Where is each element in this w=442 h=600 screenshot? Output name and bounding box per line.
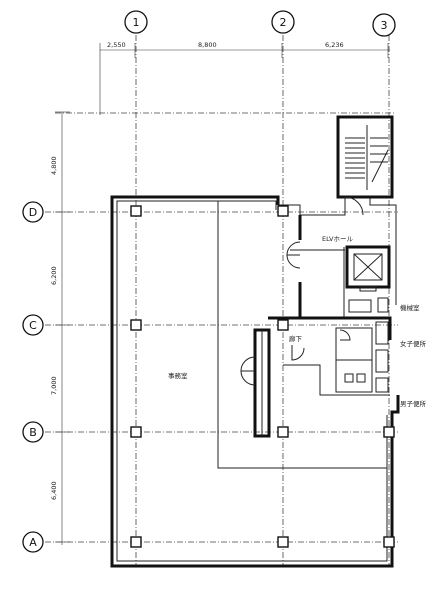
- stair-core: [336, 115, 394, 216]
- row-label-b: B: [29, 426, 37, 439]
- column-grid-lines: [135, 35, 390, 565]
- column-2-b: [277, 426, 289, 438]
- left-dimension-line: 4,800 6,200 7,000 6,400: [50, 111, 70, 545]
- column-2-c: [277, 319, 289, 331]
- dim-left-2: 6,200: [50, 266, 58, 285]
- elevator-door: [359, 286, 377, 292]
- elevator-hall-label: ELVホール: [322, 235, 353, 243]
- room-right-label-3: 男子便所: [400, 399, 427, 408]
- column-bubble-2: [271, 10, 295, 34]
- corridor-wall: [268, 316, 392, 340]
- dim-top-3: 6,236: [325, 41, 344, 49]
- main-room-inner-partition: [217, 201, 387, 469]
- column-2-a: [277, 536, 289, 548]
- column-1-a: [130, 536, 142, 548]
- row-label-d: D: [29, 206, 37, 219]
- column-1-c: [130, 319, 142, 331]
- stair-door-swing: [344, 196, 364, 216]
- row-bubble-d: [22, 201, 44, 223]
- washbasin-2: [356, 373, 366, 383]
- column-bubble-1: [124, 10, 148, 34]
- row-label-a: A: [29, 536, 37, 549]
- room-right-label-1: 機械室: [400, 303, 420, 312]
- elevator-car: [353, 253, 383, 281]
- shaft-box-2: [348, 299, 372, 313]
- toilet-stall-3: [375, 377, 389, 393]
- row-bubble-c: [22, 314, 44, 336]
- shaft-box-1: [377, 297, 389, 313]
- core-top-wall: [278, 196, 397, 305]
- row-bubbles: D C B A: [22, 201, 44, 553]
- column-3-b: [383, 426, 395, 438]
- elevator-hall: ELVホール: [290, 235, 391, 318]
- row-grid-lines: [45, 211, 398, 543]
- lower-core: 廊下 機械室 女子便所 男子便所: [268, 297, 427, 408]
- washbasin-1: [344, 373, 354, 383]
- column-3-a: [383, 536, 395, 548]
- column-bubble-3: [372, 13, 396, 37]
- stair-treads: [345, 125, 389, 190]
- column-1-d: [130, 205, 142, 217]
- column-label-2: 2: [280, 16, 287, 29]
- column-bubbles: 1 2 3: [124, 10, 396, 37]
- row-label-c: C: [29, 319, 37, 332]
- dim-top-1: 2,550: [107, 41, 126, 49]
- top-dimension-line: 2,550 8,800 6,236: [99, 41, 390, 115]
- corridor-door-swing: [291, 345, 305, 361]
- column-label-1: 1: [133, 16, 140, 29]
- room-right-label-2: 女子便所: [400, 339, 427, 348]
- dim-left-3: 7,000: [50, 376, 58, 395]
- dim-left-4: 6,400: [50, 481, 58, 500]
- main-office-label: 事務室: [168, 371, 188, 380]
- corridor-label: 廊下: [289, 334, 303, 343]
- toilet-stall-1: [375, 321, 389, 345]
- column-1-b: [130, 426, 142, 438]
- office-partition: [240, 328, 271, 438]
- dim-left-1: 4,800: [50, 156, 58, 175]
- core-double-door-upper: [286, 215, 302, 318]
- row-bubble-b: [22, 421, 44, 443]
- exterior-wall-outline: [110, 195, 400, 568]
- office-double-door: [240, 356, 256, 386]
- column-2-d: [277, 205, 289, 217]
- stair-enclosure: [336, 115, 394, 199]
- row-bubble-a: [22, 531, 44, 553]
- exterior-walls: [110, 195, 400, 568]
- corridor-lower-wall: [283, 364, 390, 396]
- toilet-stall-2: [375, 349, 389, 373]
- column-label-3: 3: [381, 19, 388, 32]
- toilet-door-swing: [339, 329, 351, 341]
- dim-top-2: 8,800: [198, 41, 217, 49]
- structural-columns: [130, 205, 395, 548]
